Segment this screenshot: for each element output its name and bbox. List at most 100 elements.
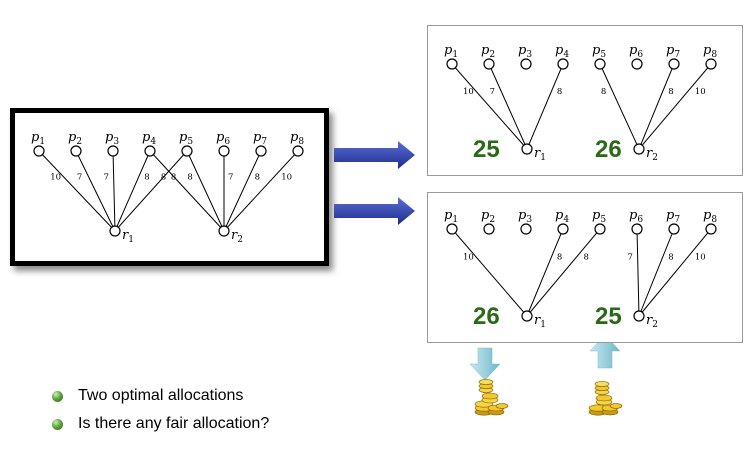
agent-label: p7 bbox=[666, 208, 680, 225]
graph-edge bbox=[114, 150, 188, 232]
score-r2: 25 bbox=[595, 303, 622, 330]
agent-node bbox=[631, 223, 643, 235]
graph-edge bbox=[638, 63, 675, 150]
agent-node bbox=[218, 145, 230, 157]
agent-node bbox=[594, 223, 606, 235]
right-arrow-icon bbox=[334, 197, 415, 225]
resource-label: r2 bbox=[231, 228, 243, 245]
bullet-text: Is there any fair allocation? bbox=[78, 415, 270, 432]
agent-label: p1 bbox=[31, 130, 45, 147]
agent-label: p5 bbox=[179, 130, 193, 147]
agent-node bbox=[557, 58, 569, 70]
agent-node bbox=[668, 58, 680, 70]
bullet-icon bbox=[52, 419, 63, 430]
graph-edge bbox=[526, 228, 564, 317]
resource-node bbox=[633, 310, 645, 322]
edge-weight-label: 8 bbox=[557, 87, 562, 97]
right-arrow-icon bbox=[334, 141, 415, 169]
agent-label: p2 bbox=[481, 43, 495, 60]
agent-node bbox=[70, 145, 82, 157]
agent-node bbox=[520, 223, 532, 235]
graph-edge bbox=[451, 63, 528, 150]
edge-weight-label: 7 bbox=[628, 252, 633, 262]
agent-label: p3 bbox=[105, 130, 119, 147]
score-r2: 26 bbox=[595, 136, 622, 163]
agent-node bbox=[181, 145, 193, 157]
agent-label: p8 bbox=[290, 130, 304, 147]
edge-weight-label: 8 bbox=[601, 87, 606, 97]
score-r1: 26 bbox=[473, 303, 500, 330]
edge-weight-label: 8 bbox=[584, 252, 589, 262]
graph-edge bbox=[114, 150, 151, 232]
edge-weight-label: 7 bbox=[104, 172, 109, 182]
graph-edge bbox=[638, 228, 712, 317]
agent-node bbox=[446, 223, 458, 235]
graph-edge bbox=[75, 150, 116, 232]
agent-node bbox=[520, 58, 532, 70]
agent-node bbox=[144, 145, 156, 157]
agent-node bbox=[255, 145, 267, 157]
agent-node bbox=[705, 223, 717, 235]
down-arrow-icon bbox=[469, 347, 501, 381]
graph-edge bbox=[636, 228, 640, 317]
edge-weight-label: 10 bbox=[463, 252, 474, 262]
agent-node bbox=[483, 223, 495, 235]
edge-weight-label: 10 bbox=[463, 87, 474, 97]
resource-label: r1 bbox=[534, 146, 546, 163]
graph-edge bbox=[526, 63, 564, 150]
edge-weight-label: 8 bbox=[255, 172, 260, 182]
edge-weight-label: 8 bbox=[171, 172, 176, 182]
agent-label: p5 bbox=[592, 208, 606, 225]
agent-node bbox=[594, 58, 606, 70]
resource-node bbox=[218, 225, 230, 237]
edge-weight-label: 7 bbox=[490, 87, 495, 97]
agent-label: p1 bbox=[444, 208, 458, 225]
agent-label: p1 bbox=[444, 43, 458, 60]
agent-label: p8 bbox=[703, 43, 717, 60]
resource-label: r1 bbox=[534, 313, 546, 330]
agent-label: p8 bbox=[703, 208, 717, 225]
graph-edge bbox=[223, 150, 299, 232]
edge-weight-label: 8 bbox=[161, 172, 166, 182]
agent-label: p3 bbox=[518, 208, 532, 225]
agent-node bbox=[446, 58, 458, 70]
graph-edge bbox=[38, 150, 116, 232]
graph-edge bbox=[526, 228, 601, 317]
agent-label: p2 bbox=[481, 208, 495, 225]
graph-edge bbox=[488, 63, 528, 150]
edge-weight-label: 7 bbox=[228, 172, 233, 182]
graph-edge bbox=[112, 150, 116, 232]
resource-label: r2 bbox=[646, 313, 658, 330]
graph-edge bbox=[599, 63, 640, 150]
agent-label: p3 bbox=[518, 43, 532, 60]
agent-node bbox=[33, 145, 45, 157]
edge-weight-label: 8 bbox=[144, 172, 149, 182]
graph-edge bbox=[638, 228, 675, 317]
graph-edge bbox=[638, 63, 712, 150]
bullet-text: Two optimal allocations bbox=[78, 387, 244, 404]
edge-weight-label: 8 bbox=[668, 252, 673, 262]
agent-label: p4 bbox=[555, 208, 569, 225]
coin-stack-icon bbox=[474, 379, 509, 416]
agent-label: p6 bbox=[216, 130, 230, 147]
agent-node bbox=[557, 223, 569, 235]
bullet-item: Two optimal allocations bbox=[52, 384, 269, 412]
edge-weight-label: 10 bbox=[695, 252, 706, 262]
edge-weight-label: 10 bbox=[695, 87, 706, 97]
agent-label: p5 bbox=[592, 43, 606, 60]
agent-node bbox=[631, 58, 643, 70]
bullet-list: Two optimal allocations Is there any fai… bbox=[52, 384, 269, 440]
agent-label: p4 bbox=[555, 43, 569, 60]
agent-label: p4 bbox=[142, 130, 156, 147]
agent-label: p6 bbox=[629, 43, 643, 60]
agent-label: p7 bbox=[253, 130, 267, 147]
edge-weight-label: 10 bbox=[281, 172, 292, 182]
resource-node bbox=[109, 225, 121, 237]
edge-weight-label: 8 bbox=[557, 252, 562, 262]
agent-node bbox=[483, 58, 495, 70]
